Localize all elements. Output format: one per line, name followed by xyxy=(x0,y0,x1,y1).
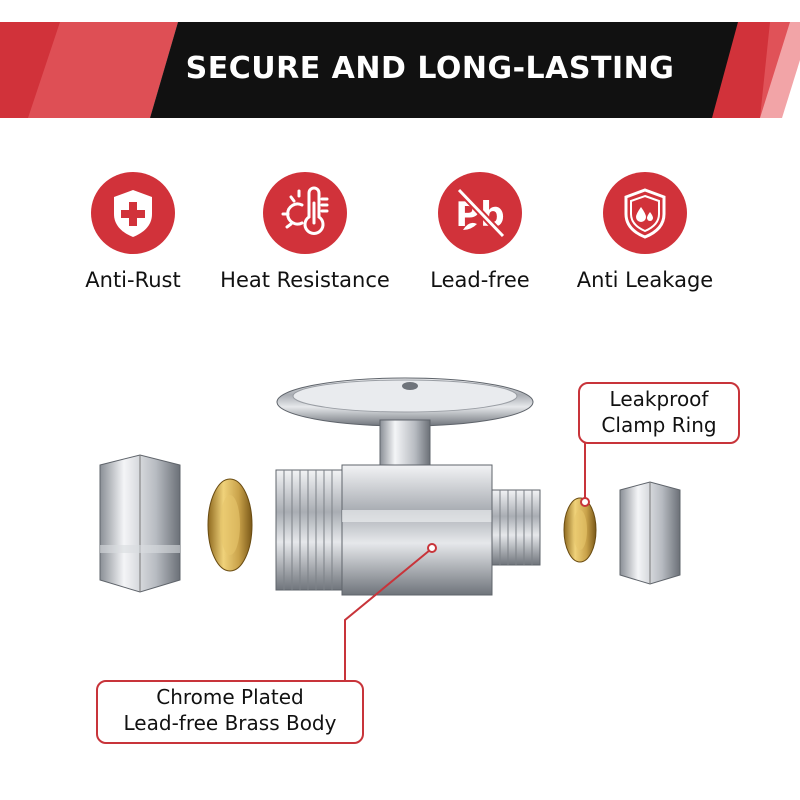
callout-line: Chrome Plated xyxy=(156,685,304,709)
banner-background xyxy=(0,22,800,118)
plus-shield-icon xyxy=(91,172,175,254)
callout-brass-body: Chrome Plated Lead-free Brass Body xyxy=(96,680,364,744)
feature-label: Heat Resistance xyxy=(220,268,390,292)
header-banner: SECURE AND LONG-LASTING xyxy=(0,0,800,120)
callout-line: Clamp Ring xyxy=(601,413,717,437)
banner-title: SECURE AND LONG-LASTING xyxy=(185,50,675,86)
callout-clamp-ring: Leakproof Clamp Ring xyxy=(578,382,740,444)
valve-body xyxy=(275,464,541,596)
feature-anti-leakage: Anti Leakage xyxy=(560,172,730,292)
feature-anti-rust: Anti-Rust xyxy=(48,172,218,292)
feature-heat-resistance: Heat Resistance xyxy=(220,172,390,292)
small-brass-ring xyxy=(563,497,597,563)
thermometer-sun-icon xyxy=(263,172,347,254)
valve-handle xyxy=(276,377,534,427)
no-lead-pb-icon: Pb xyxy=(438,172,522,254)
feature-label: Lead-free xyxy=(430,268,530,292)
valve-illustration xyxy=(99,377,681,596)
callout-line: Lead-free Brass Body xyxy=(123,711,337,735)
feature-lead-free: Pb Lead-free xyxy=(395,172,565,292)
small-compression-nut xyxy=(619,481,681,585)
large-compression-nut xyxy=(99,454,181,593)
feature-label: Anti Leakage xyxy=(576,268,714,292)
callout-line: Leakproof xyxy=(609,387,709,411)
feature-label: Anti-Rust xyxy=(85,268,181,292)
water-drop-shield-icon xyxy=(603,172,687,254)
large-brass-ring xyxy=(207,478,253,572)
